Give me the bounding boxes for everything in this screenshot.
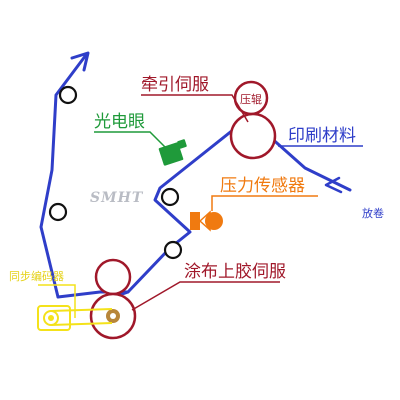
photo-eye-label: 光电眼 <box>94 112 145 132</box>
photo-eye-leader-line <box>94 131 167 149</box>
pressure-sensor-label: 压力传感器 <box>220 176 305 196</box>
traction-servo-roller <box>229 112 277 160</box>
unwind-label: 放卷 <box>362 206 384 220</box>
photo-eye-sensor-icon <box>157 139 187 168</box>
pressure-sensor-icon <box>190 210 223 232</box>
traction-servo-label: 牵引伺服 <box>141 75 209 95</box>
material-web-path <box>39 53 88 299</box>
encoder-leader-line <box>38 284 76 318</box>
printed-material-label: 印刷材料 <box>288 126 356 146</box>
idler-roller-top-left <box>58 85 78 105</box>
coating-servo-label: 涂布上胶伺服 <box>184 262 286 282</box>
watermark-label: SMHT <box>90 190 144 206</box>
coating-upper-roller <box>94 258 132 296</box>
unwind-arrow-icon <box>324 176 343 194</box>
pressure-sensor-leader-line <box>211 195 318 211</box>
coating-roller-shaft-inner <box>110 313 116 319</box>
sync-encoder-label: 同步编码器 <box>9 269 64 283</box>
idler-roller-center <box>160 187 180 207</box>
idler-roller-lower-center <box>163 240 183 260</box>
coating-servo-leader-line <box>131 281 280 311</box>
encoder-icon <box>37 305 113 331</box>
traction-servo-leader-line <box>141 94 249 123</box>
exit-arrow-icon <box>70 51 90 72</box>
idler-roller-middle-left <box>48 202 68 222</box>
press-roller-label: 压辊 <box>240 92 262 106</box>
